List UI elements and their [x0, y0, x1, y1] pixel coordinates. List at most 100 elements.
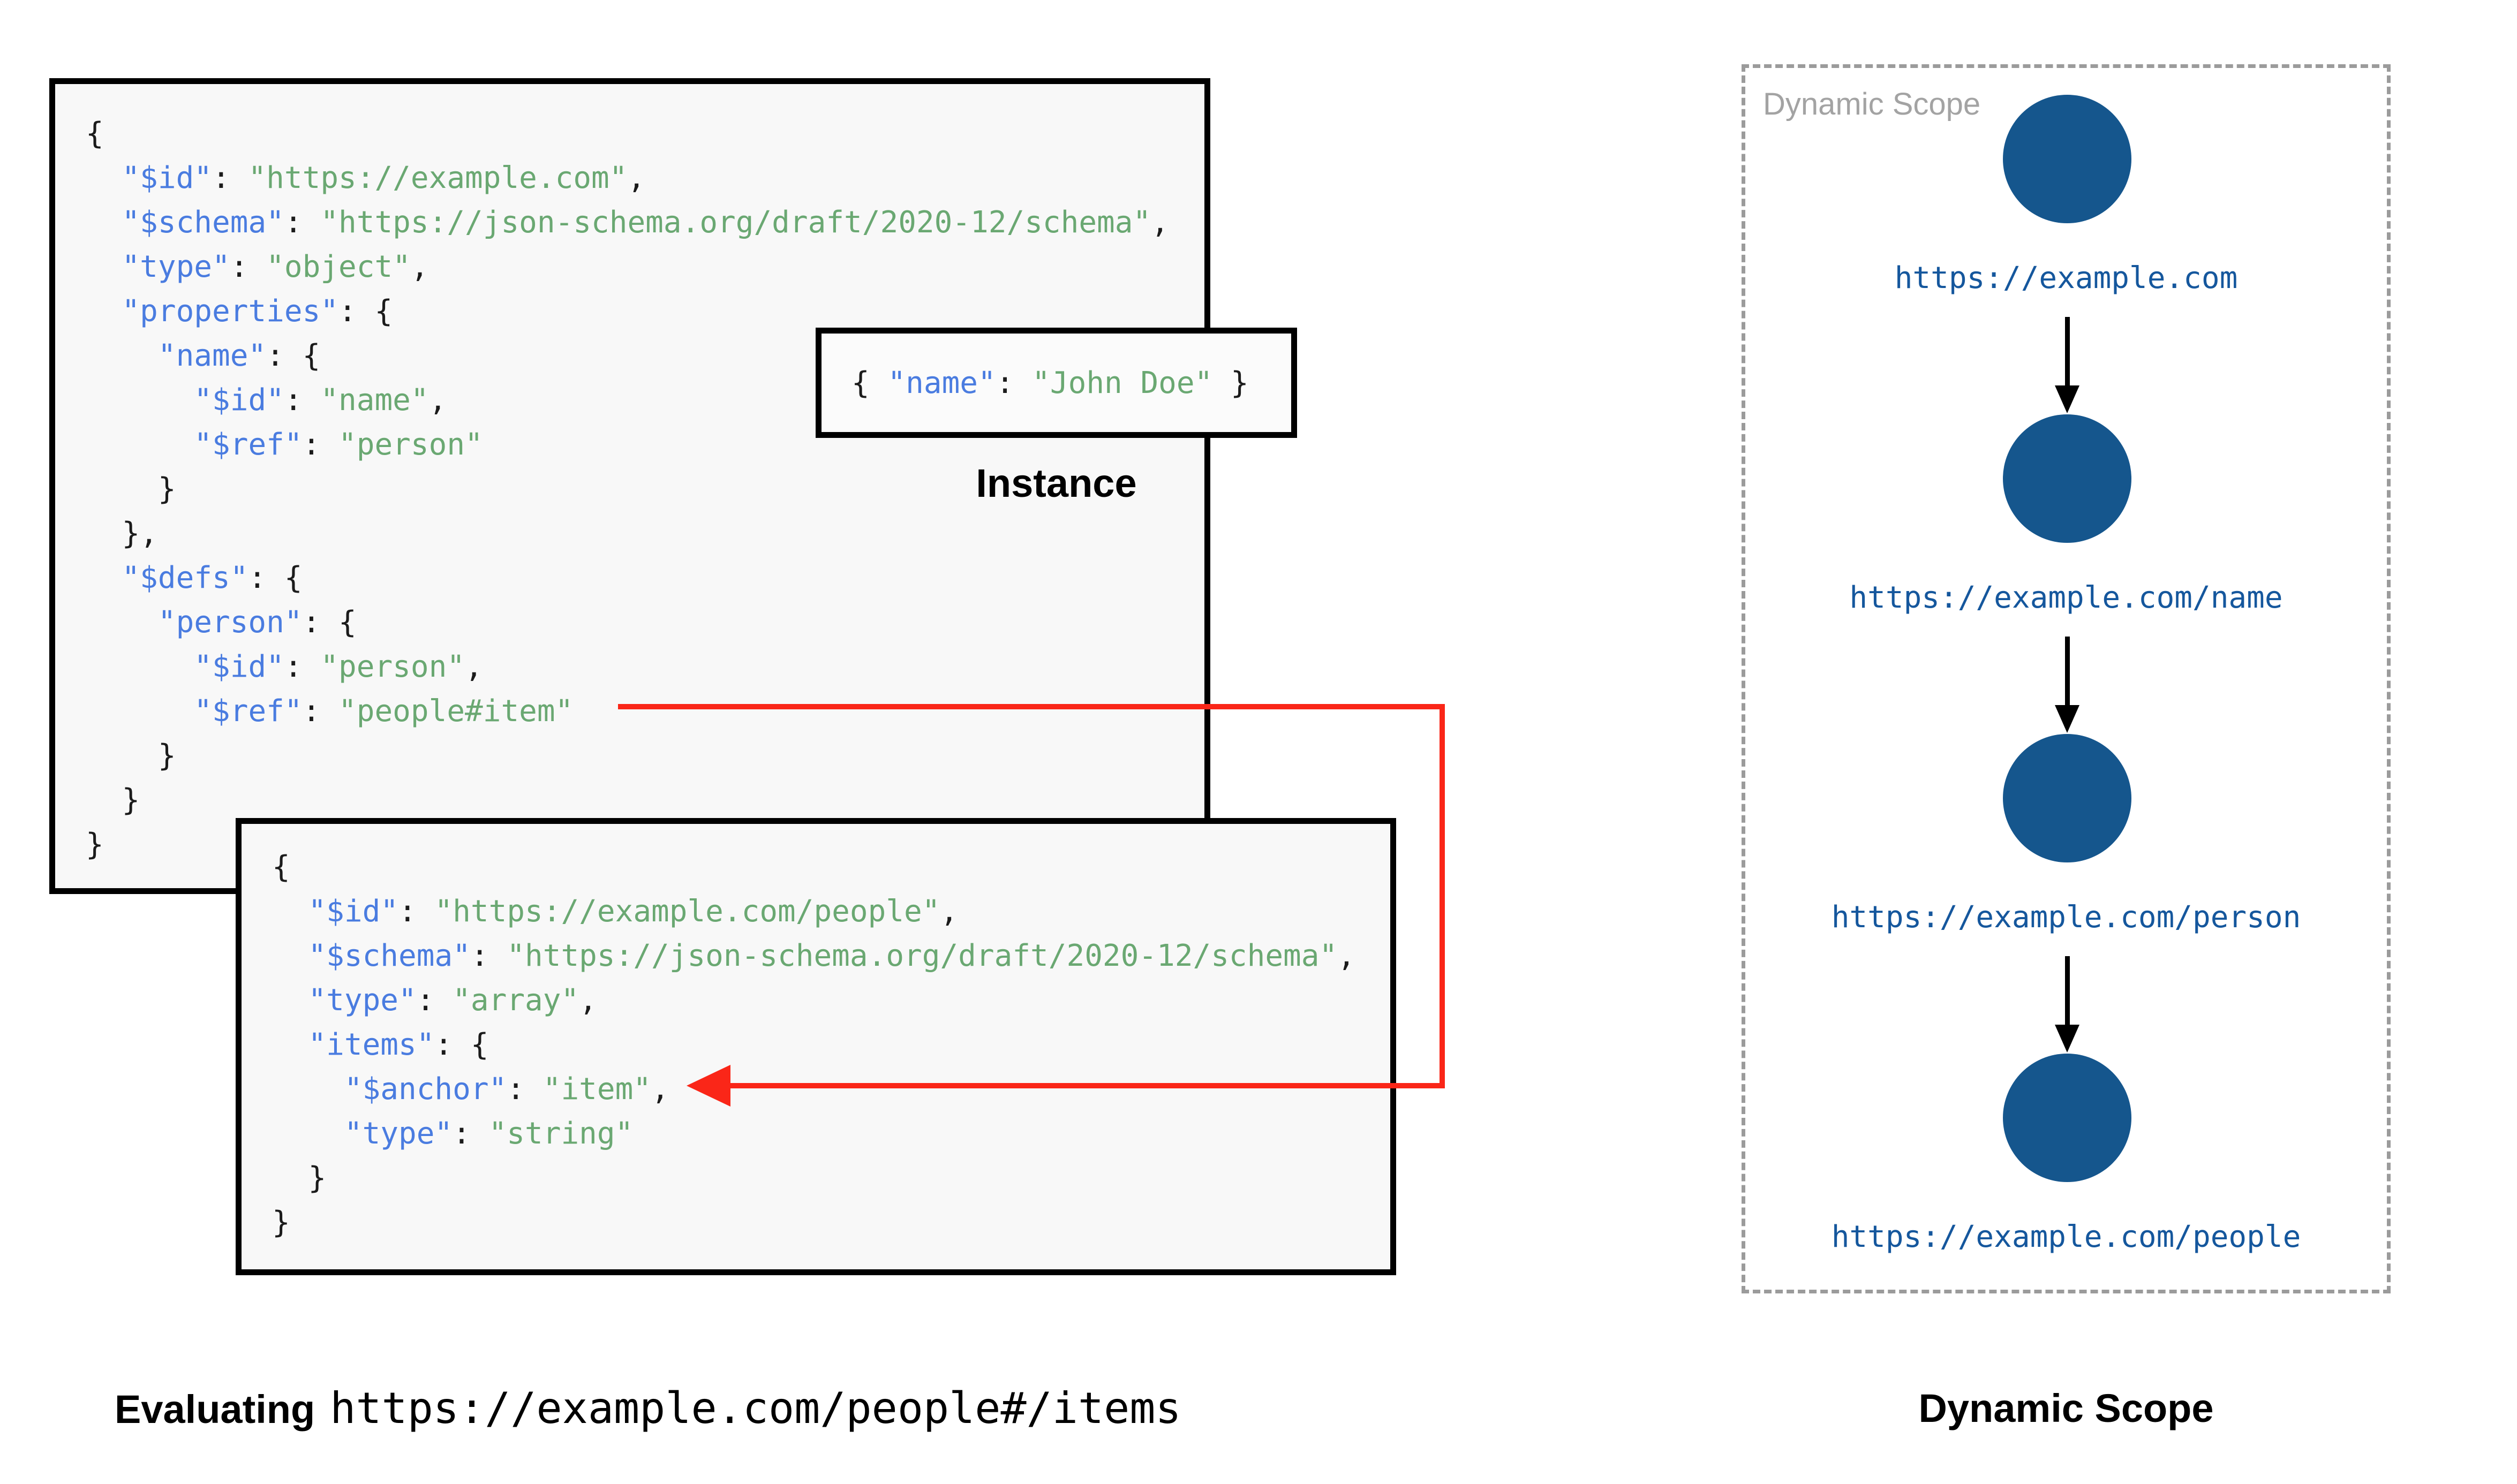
code-token: : — [284, 649, 321, 684]
code-token: : — [230, 249, 267, 284]
scope-node-url: https://example.com/people — [1831, 1220, 2301, 1254]
code-token: : — [284, 205, 321, 240]
code-token: "string" — [488, 1116, 634, 1151]
code-token: } — [157, 738, 176, 773]
code-token: } — [157, 472, 176, 506]
arrow-down-shaft — [2065, 317, 2070, 385]
scope-node-circle — [2003, 1054, 2131, 1182]
code-token: "$id" — [122, 161, 213, 195]
scope-node-url: https://example.com/name — [1849, 580, 2283, 615]
code-token: "John Doe" — [1032, 365, 1213, 400]
code-token: "person" — [157, 605, 303, 640]
code-line: "items": { — [272, 1023, 1355, 1067]
schema-people-code: { "$id": "https://example.com/people", "… — [272, 845, 1355, 1245]
code-token: , — [627, 161, 646, 195]
code-line: } — [86, 467, 1169, 511]
dynamic-scope-caption: Dynamic Scope — [1918, 1386, 2214, 1430]
code-line: } — [272, 1156, 1355, 1200]
code-token — [86, 205, 122, 240]
arrow-down-shaft — [2065, 637, 2070, 705]
code-token: "$ref" — [194, 427, 303, 462]
code-token — [272, 1161, 308, 1195]
scope-node-circle — [2003, 95, 2131, 223]
code-token: "array" — [453, 983, 579, 1018]
code-token: "$schema" — [122, 205, 284, 240]
scope-node-circle — [2003, 734, 2131, 862]
code-token: : — [507, 1072, 543, 1107]
code-token: } — [1212, 365, 1249, 400]
code-token — [86, 472, 158, 506]
code-line: "$ref": "person" — [86, 422, 1169, 467]
code-line: "$id": "https://example.com", — [86, 156, 1169, 200]
code-token: , — [428, 383, 447, 418]
code-token — [272, 938, 308, 973]
code-token: "$id" — [194, 649, 284, 684]
code-token: , — [651, 1072, 669, 1107]
scope-node-url: https://example.com — [1894, 261, 2238, 296]
code-token: : — [416, 983, 453, 1018]
code-token: : { — [248, 561, 303, 595]
code-line: { — [86, 111, 1169, 156]
code-line: } — [86, 778, 1169, 822]
code-token: "person" — [320, 649, 465, 684]
code-token — [272, 983, 308, 1018]
code-token: { — [272, 850, 290, 884]
code-token — [86, 783, 122, 817]
code-token: : — [470, 938, 507, 973]
arrow-down-icon — [2055, 385, 2079, 413]
code-token: , — [410, 249, 429, 284]
schema-parent-code: { "$id": "https://example.com", "$schema… — [86, 111, 1169, 867]
code-line: "$anchor": "item", — [272, 1067, 1355, 1111]
code-token: : { — [302, 605, 357, 640]
instance-code-line: { "name": "John Doe" } — [851, 361, 1249, 405]
code-token: }, — [122, 516, 158, 551]
dynamic-scope-panel: Dynamic Scope https://example.com https:/… — [1742, 64, 2391, 1293]
code-line: "name": { — [86, 334, 1169, 378]
code-token — [86, 516, 122, 551]
code-token: "$schema" — [308, 938, 471, 973]
code-token — [86, 427, 194, 462]
code-token — [272, 1116, 344, 1151]
code-line: "$id": "name", — [86, 378, 1169, 422]
code-token — [86, 294, 122, 329]
code-token: "$anchor" — [344, 1072, 507, 1107]
code-line: { — [272, 845, 1355, 889]
code-token — [86, 338, 158, 373]
code-token — [272, 1027, 308, 1062]
code-line: }, — [86, 511, 1169, 556]
evaluating-caption: Evaluating https://example.com/people#/i… — [115, 1383, 1181, 1433]
code-line: "properties": { — [86, 289, 1169, 334]
code-token: "$defs" — [122, 561, 248, 595]
code-token: "name" — [157, 338, 267, 373]
code-token — [86, 383, 194, 418]
code-line: "type": "array", — [272, 978, 1355, 1023]
code-token — [86, 605, 158, 640]
code-token — [86, 738, 158, 773]
code-token: : { — [338, 294, 393, 329]
code-token: : { — [266, 338, 321, 373]
code-token — [272, 894, 308, 929]
dynamic-scope-watermark: Dynamic Scope — [1763, 87, 1981, 122]
arrow-down-icon — [2055, 705, 2079, 733]
code-token — [86, 249, 122, 284]
code-line: "$schema": "https://json-schema.org/draf… — [86, 200, 1169, 245]
code-token: "type" — [308, 983, 417, 1018]
code-token: : — [212, 161, 248, 195]
scope-node-url: https://example.com/person — [1831, 900, 2301, 935]
code-token — [272, 1072, 344, 1107]
arrow-down-shaft — [2065, 956, 2070, 1025]
code-line: "$id": "person", — [86, 645, 1169, 689]
evaluating-caption-url: https://example.com/people#/items — [330, 1383, 1181, 1433]
code-line: } — [86, 822, 1169, 867]
code-token: "type" — [122, 249, 230, 284]
code-line: "$id": "https://example.com/people", — [272, 889, 1355, 934]
code-token: } — [272, 1205, 290, 1240]
evaluating-caption-bold: Evaluating — [115, 1387, 315, 1432]
code-token: : { — [434, 1027, 489, 1062]
code-token: : — [302, 427, 339, 462]
code-token: "item" — [542, 1072, 652, 1107]
code-token: "people#item" — [338, 694, 574, 729]
code-token — [86, 649, 194, 684]
code-line: "type": "string" — [272, 1111, 1355, 1156]
code-line: } — [86, 733, 1169, 778]
